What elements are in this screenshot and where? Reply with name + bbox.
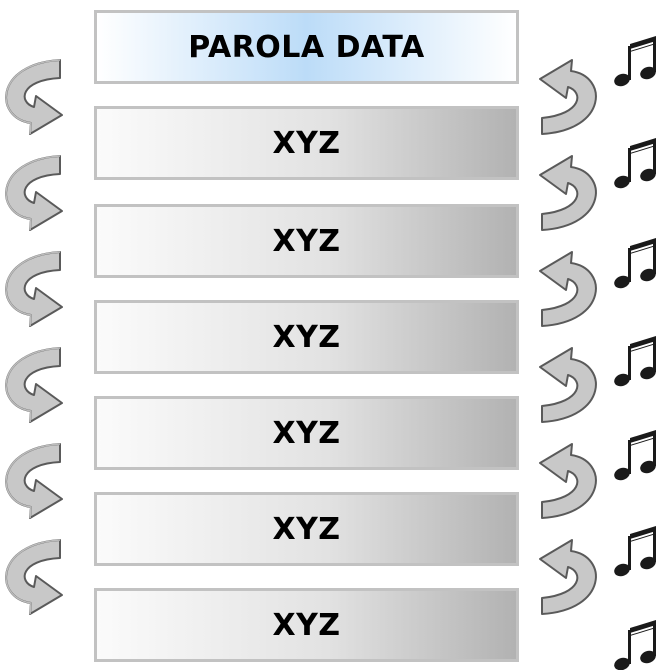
header-box: PAROLA DATA [94,10,519,84]
item-box: XYZ [94,204,519,278]
curved-arrow-icon [5,251,63,327]
curved-arrow-icon [5,347,63,423]
curved-arrow-icon [5,155,63,231]
item-label: XYZ [272,511,341,547]
curved-arrow-icon [539,539,597,615]
music-note-icon [612,238,658,291]
music-note-icon [612,36,658,89]
item-label: XYZ [272,415,341,451]
item-box: XYZ [94,300,519,374]
header-label: PAROLA DATA [188,29,425,65]
item-box: XYZ [94,106,519,180]
item-label: XYZ [272,125,341,161]
music-note-icon [612,138,658,191]
music-note-icon [612,430,658,483]
curved-arrow-icon [539,251,597,327]
curved-arrow-icon [539,59,597,135]
music-note-icon [612,336,658,389]
item-box: XYZ [94,396,519,470]
item-box: XYZ [94,588,519,662]
curved-arrow-icon [5,59,63,135]
item-box: XYZ [94,492,519,566]
curved-arrow-icon [539,347,597,423]
curved-arrow-icon [539,155,597,231]
curved-arrow-icon [5,539,63,615]
music-note-icon [612,620,658,670]
item-label: XYZ [272,607,341,643]
music-note-icon [612,526,658,579]
curved-arrow-icon [539,443,597,519]
curved-arrow-icon [5,443,63,519]
item-label: XYZ [272,223,341,259]
item-label: XYZ [272,319,341,355]
